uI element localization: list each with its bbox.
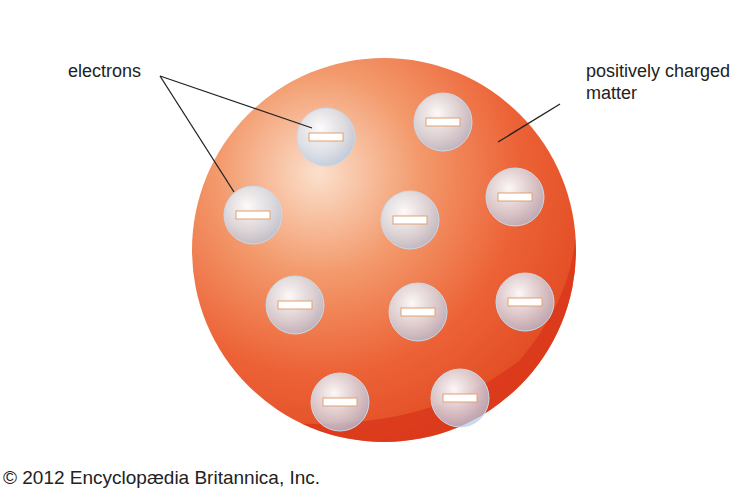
minus-sign: [508, 298, 542, 306]
callout-label: electrons: [68, 60, 188, 82]
electron: [266, 276, 324, 334]
callout-label: positively charged matter: [586, 60, 736, 104]
minus-sign: [309, 133, 343, 141]
minus-sign: [443, 394, 477, 402]
minus-sign: [278, 301, 312, 309]
electron: [297, 108, 355, 166]
minus-sign: [426, 118, 460, 126]
sphere-shadow: [250, 240, 576, 450]
electron: [431, 369, 489, 427]
minus-sign: [236, 211, 270, 219]
electron: [414, 93, 472, 151]
electron-group: [224, 93, 554, 431]
electron: [224, 186, 282, 244]
leader-lines: [160, 76, 560, 192]
electron: [389, 283, 447, 341]
minus-sign: [401, 308, 435, 316]
minus-sign: [393, 216, 427, 224]
electron: [381, 191, 439, 249]
electron: [311, 373, 369, 431]
copyright-notice: © 2012 Encyclopædia Britannica, Inc.: [3, 467, 423, 489]
minus-sign: [498, 193, 532, 201]
minus-sign: [323, 398, 357, 406]
electron: [486, 168, 544, 226]
electron: [496, 273, 554, 331]
